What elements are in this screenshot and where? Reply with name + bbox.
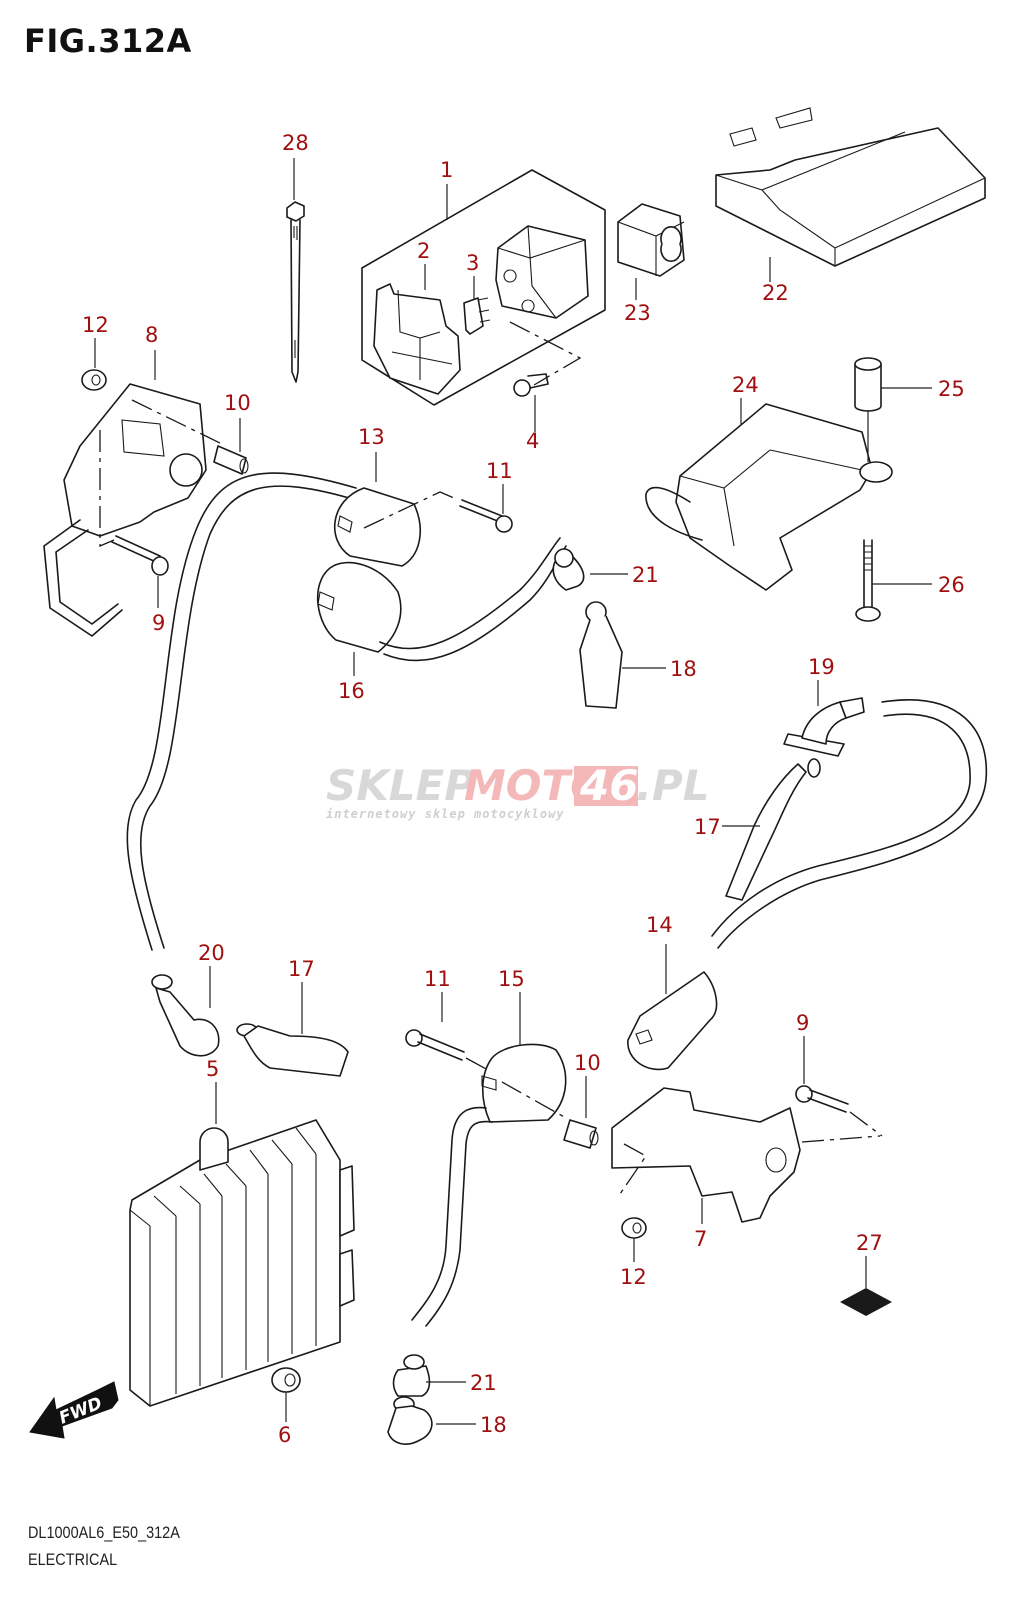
part-13-ignition-coil[interactable]: [334, 452, 455, 567]
callout-4[interactable]: 4: [526, 429, 539, 453]
callout-10-lower[interactable]: 10: [574, 1051, 601, 1075]
watermark-brand-number: 46: [579, 761, 638, 810]
callout-28[interactable]: 28: [282, 131, 309, 155]
part-9-bolt-lower[interactable]: [795, 1036, 883, 1137]
callout-17-lower[interactable]: 17: [288, 957, 315, 981]
callout-5[interactable]: 5: [206, 1057, 219, 1081]
callout-10-upper[interactable]: 10: [224, 391, 251, 415]
callout-13[interactable]: 13: [358, 425, 385, 449]
callout-24[interactable]: 24: [732, 373, 759, 397]
part-28-cable-tie[interactable]: [286, 158, 305, 383]
callout-18-lower[interactable]: 18: [480, 1413, 507, 1437]
part-16-ignition-coil[interactable]: [316, 537, 567, 676]
callout-21-upper[interactable]: 21: [632, 563, 659, 587]
part-25-cushion[interactable]: [854, 357, 932, 462]
part-12-nut-lower[interactable]: [621, 1217, 647, 1262]
callout-9-lower[interactable]: 9: [796, 1011, 809, 1035]
part-18-plug-cap-lower[interactable]: [387, 1396, 476, 1445]
watermark-brand-tld: .PL: [636, 761, 710, 810]
fwd-direction-marker: FWD: [29, 1381, 119, 1439]
callout-12-upper[interactable]: 12: [82, 313, 109, 337]
part-20-plug-cap[interactable]: [151, 966, 220, 1057]
callout-8[interactable]: 8: [145, 323, 158, 347]
part-9-bolt-upper[interactable]: [99, 430, 169, 608]
part-3-fuse[interactable]: [463, 276, 491, 335]
high-tension-cord-right: [711, 699, 988, 949]
callout-9-upper[interactable]: 9: [152, 611, 165, 635]
figure-section-name: ELECTRICAL: [28, 1550, 118, 1569]
part-6-nut[interactable]: [271, 1367, 301, 1422]
relay[interactable]: [495, 225, 589, 319]
watermark-tagline: internetowy sklep motocyklowy: [326, 807, 565, 821]
part-21-seal-upper[interactable]: [552, 548, 628, 591]
part-7-bracket[interactable]: [611, 1087, 881, 1224]
callout-2[interactable]: 2: [417, 239, 430, 263]
bracket-rod: [43, 519, 123, 637]
part-21-seal-lower[interactable]: [392, 1354, 467, 1397]
callout-20[interactable]: 20: [198, 941, 225, 965]
part-15-ignition-coil[interactable]: [411, 992, 567, 1327]
callout-23[interactable]: 23: [624, 301, 651, 325]
part-23-connector[interactable]: [617, 203, 685, 300]
part-27-pad[interactable]: [840, 1256, 892, 1316]
callout-11-lower[interactable]: 11: [424, 967, 451, 991]
part-24-module[interactable]: [645, 398, 893, 591]
part-11-bolt-upper[interactable]: [459, 484, 513, 533]
callout-1[interactable]: 1: [440, 158, 453, 182]
callout-6[interactable]: 6: [278, 1423, 291, 1447]
callout-27[interactable]: 27: [856, 1231, 883, 1255]
part-10-spacer-upper[interactable]: [213, 418, 249, 475]
callout-18-upper[interactable]: 18: [670, 657, 697, 681]
part-1-relay-set[interactable]: [361, 169, 606, 406]
part-4-screw[interactable]: [513, 373, 549, 432]
part-11-bolt-lower[interactable]: [405, 992, 489, 1071]
callout-22[interactable]: 22: [762, 281, 789, 305]
callout-3[interactable]: 3: [466, 251, 479, 275]
callout-14[interactable]: 14: [646, 913, 673, 937]
callout-25[interactable]: 25: [938, 377, 965, 401]
watermark: SKLEP MOTO 46 .PL internetowy sklep moto…: [326, 761, 710, 821]
callout-11-upper[interactable]: 11: [486, 459, 513, 483]
callout-7[interactable]: 7: [694, 1227, 707, 1251]
callout-16[interactable]: 16: [338, 679, 365, 703]
part-14-ignition-coil[interactable]: [627, 944, 718, 1071]
callout-21-lower[interactable]: 21: [470, 1371, 497, 1395]
callout-26[interactable]: 26: [938, 573, 965, 597]
part-26-bolt[interactable]: [855, 539, 932, 622]
watermark-brand-grey: SKLEP: [326, 761, 475, 810]
part-17-plug-cap-lower[interactable]: [236, 982, 349, 1077]
part-19-plug-cap[interactable]: [783, 680, 865, 757]
callout-12-lower[interactable]: 12: [620, 1265, 647, 1289]
part-22-ecm[interactable]: [715, 107, 986, 282]
part-12-nut-upper[interactable]: [81, 338, 107, 391]
part-2-relay-holder[interactable]: [373, 264, 461, 395]
watermark-badge: [574, 766, 638, 806]
figure-code: DL1000AL6_E50_312A: [28, 1523, 180, 1542]
part-5-regulator[interactable]: [129, 1082, 355, 1407]
part-17-plug-cap-upper[interactable]: [722, 758, 821, 901]
part-18-plug-cap-upper[interactable]: [579, 601, 666, 709]
part-10-spacer-lower[interactable]: [563, 1076, 599, 1149]
figure-title: FIG.312A: [24, 22, 192, 60]
callout-15[interactable]: 15: [498, 967, 525, 991]
callout-19[interactable]: 19: [808, 655, 835, 679]
forward-arrow-icon: [29, 1381, 119, 1439]
callout-17-upper[interactable]: 17: [694, 815, 721, 839]
high-tension-cord-left: [126, 472, 357, 951]
